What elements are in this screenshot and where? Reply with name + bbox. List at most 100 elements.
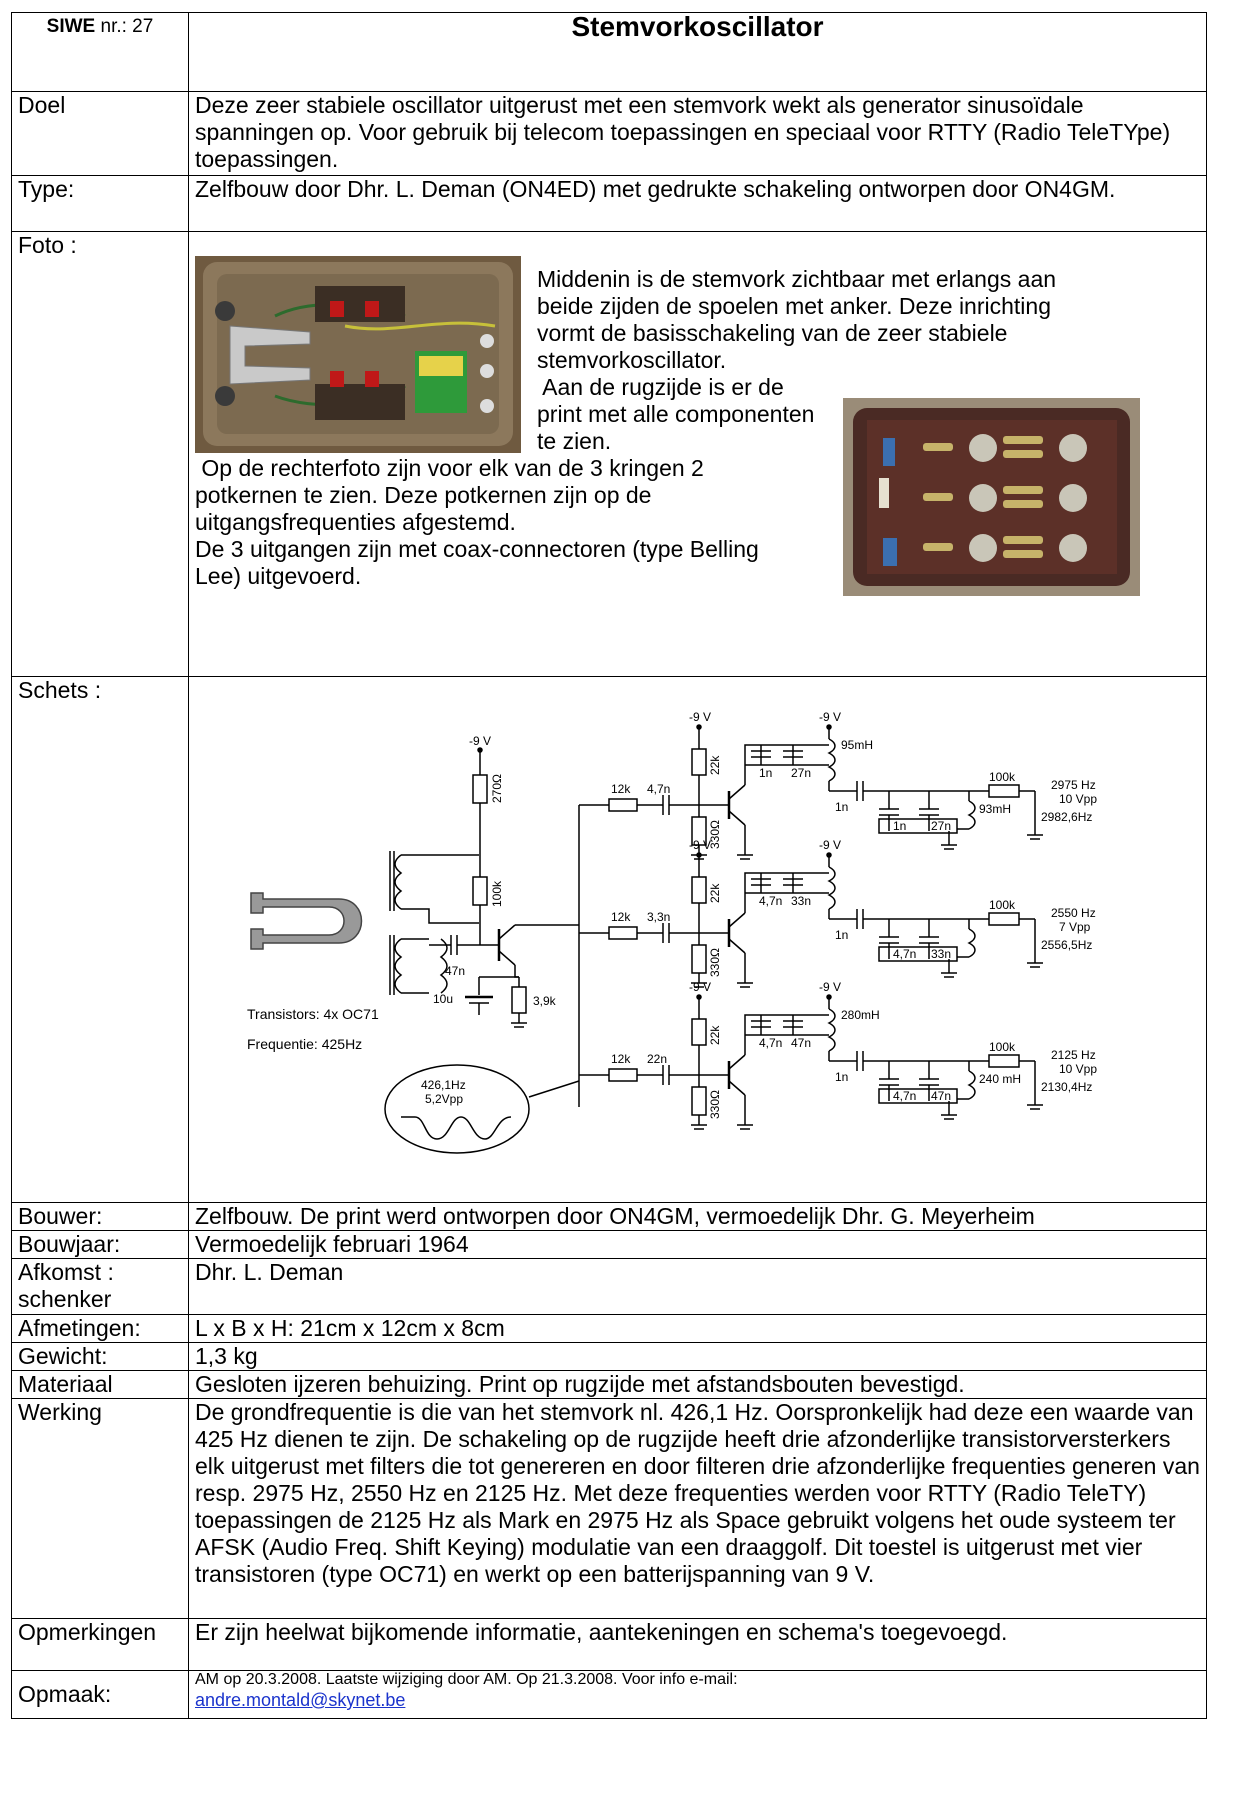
tank-wire [744,872,829,913]
cin-label: 3,3n [647,910,670,924]
row-schets: Schets : -9 V 270Ω 1 [11,676,1207,1203]
supply-label: -9 V [819,710,841,724]
foto-line: Op de rechterfoto zijn voor elk van de 3… [195,455,704,481]
label-afmetingen: Afmetingen: [11,1314,189,1343]
resistor-12k [608,798,638,812]
r100k-out-label: 100k [989,1040,1016,1054]
label-doel: Doel [11,91,189,176]
row-werking: Werking De grondfrequentie is die van he… [11,1398,1207,1619]
filter-box [878,818,958,834]
siwe-number: SIWE nr.: 27 [11,12,189,92]
value-opmaak: AM op 20.3.2008. Laatste wijziging door … [188,1670,1207,1719]
label-materiaal: Materiaal [11,1370,189,1399]
circuit-schematic: -9 V 270Ω 100k 47n [247,710,1097,1154]
filter-c2-label: 33n [931,947,951,961]
foto-line: De 3 uitgangen zijn met coax-connectoren… [195,536,759,562]
filter-box [878,946,958,962]
row-doel: Doel Deze zeer stabiele oscillator uitge… [11,91,1207,176]
tank-inductor [827,738,836,782]
email-link[interactable]: andre.montald@skynet.be [195,1690,406,1710]
value-schets: -9 V 270Ω 100k 47n [188,676,1207,1203]
resistor-100k [472,876,488,906]
foto-line: Aan de rugzijde is er de [537,374,784,400]
tank-inductor-label: 95mH [841,738,873,752]
frequentie-note: Frequentie: 425Hz [247,1036,362,1052]
label-opmaak: Opmaak: [11,1670,189,1719]
row-afkomst: Afkomst : schenker Dhr. L. Deman [11,1258,1207,1315]
supply-label: -9 V [819,838,841,852]
tank-c2-label: 27n [791,766,811,780]
foto-line: vormt de basisschakeling van de zeer sta… [537,320,1008,346]
supply-dot [696,994,702,1000]
filter-inductor-label: 240 mH [979,1072,1021,1086]
label-foto: Foto : [11,231,189,677]
resistor-12k [608,1068,638,1082]
output-frequency: 2550 Hz [1051,906,1096,920]
measured-frequency: 2982,6Hz [1041,810,1092,824]
c1n-label: 1n [835,1070,848,1084]
page-title: Stemvorkoscillator [188,12,1207,92]
filter-c1-label: 4,7n [893,1089,916,1103]
resistor-12k [608,926,638,940]
transistor-emitter [728,938,746,954]
label-werking: Werking [11,1398,189,1619]
supply-label: -9 V [689,980,711,994]
photo-print-illustration [843,398,1140,596]
output-voltage: 7 Vpp [1059,920,1091,934]
foto-line: potkernen te zien. Deze potkernen zijn o… [195,482,652,508]
row-materiaal: Materiaal Gesloten ijzeren behuizing. Pr… [11,1370,1207,1399]
tank-inductor [827,866,836,910]
c47n-label: 47n [445,964,465,978]
r100k-out-label: 100k [989,770,1016,784]
resistor-3k9 [511,986,527,1014]
foto-text-bottom: Op de rechterfoto zijn voor elk van de 3… [195,455,759,590]
transistor-collector [728,784,746,800]
photo-tuning-fork-illustration [195,256,521,453]
filter-inductor [967,1070,976,1100]
resistor-22k [691,748,707,776]
transistors-note: Transistors: 4x OC71 [247,1006,379,1022]
value-type: Zelfbouw door Dhr. L. Deman (ON4ED) met … [188,175,1207,232]
c10u-label: 10u [433,992,453,1006]
value-bouwjaar: Vermoedelijk februari 1964 [188,1230,1207,1259]
resistor-100k-out [988,912,1020,926]
tuning-fork-shape [250,892,363,950]
foto-line: print met alle componenten [537,401,815,427]
value-doel: Deze zeer stabiele oscillator uitgerust … [188,91,1207,176]
tank-c2-label: 33n [791,894,811,908]
label-gewicht: Gewicht: [11,1342,189,1371]
value-werking: De grondfrequentie is die van het stemvo… [188,1398,1207,1619]
info-table: SIWE nr.: 27 Stemvorkoscillator Doel Dez… [11,12,1207,1719]
tank-c1-label: 4,7n [759,894,782,908]
r12k-label: 12k [611,782,631,796]
r330-label: 330Ω [708,948,722,977]
filter-box [878,1088,958,1104]
foto-line: Lee) uitgevoerd. [195,563,362,589]
transistor-emitter [728,810,746,826]
label-bouwer: Bouwer: [11,1202,189,1231]
value-bouwer: Zelfbouw. De print werd ontworpen door O… [188,1202,1207,1231]
output-voltage: 10 Vpp [1059,1062,1097,1076]
filter-inductor-label: 93mH [979,802,1011,816]
label-opmerkingen: Opmerkingen [11,1618,189,1671]
label-bouwjaar: Bouwjaar: [11,1230,189,1259]
filter-inductor [967,800,976,830]
output-voltage: 10 Vpp [1059,792,1097,806]
output-frequency: 2125 Hz [1051,1048,1096,1062]
filter-c2-label: 47n [931,1089,951,1103]
scope-amp: 5,2Vpp [425,1092,463,1106]
r270-label: 270Ω [490,774,504,803]
document-sheet: SIWE nr.: 27 Stemvorkoscillator Doel Dez… [11,12,1207,1719]
tank-wire [744,744,829,785]
value-materiaal: Gesloten ijzeren behuizing. Print op rug… [188,1370,1207,1399]
tank-c1-label: 4,7n [759,1036,782,1050]
tank-inductor-label: 280mH [841,1008,880,1022]
value-foto: Middenin is de stemvork zichtbaar met er… [188,231,1207,677]
value-gewicht: 1,3 kg [188,1342,1207,1371]
supply-label: -9 V [689,710,711,724]
row-afmetingen: Afmetingen: L x B x H: 21cm x 12cm x 8cm [11,1314,1207,1343]
foto-line: Middenin is de stemvork zichtbaar met er… [537,266,1057,292]
r100k-out-label: 100k [989,898,1016,912]
transistor-collector [728,1054,746,1070]
supply-label: -9 V [689,838,711,852]
